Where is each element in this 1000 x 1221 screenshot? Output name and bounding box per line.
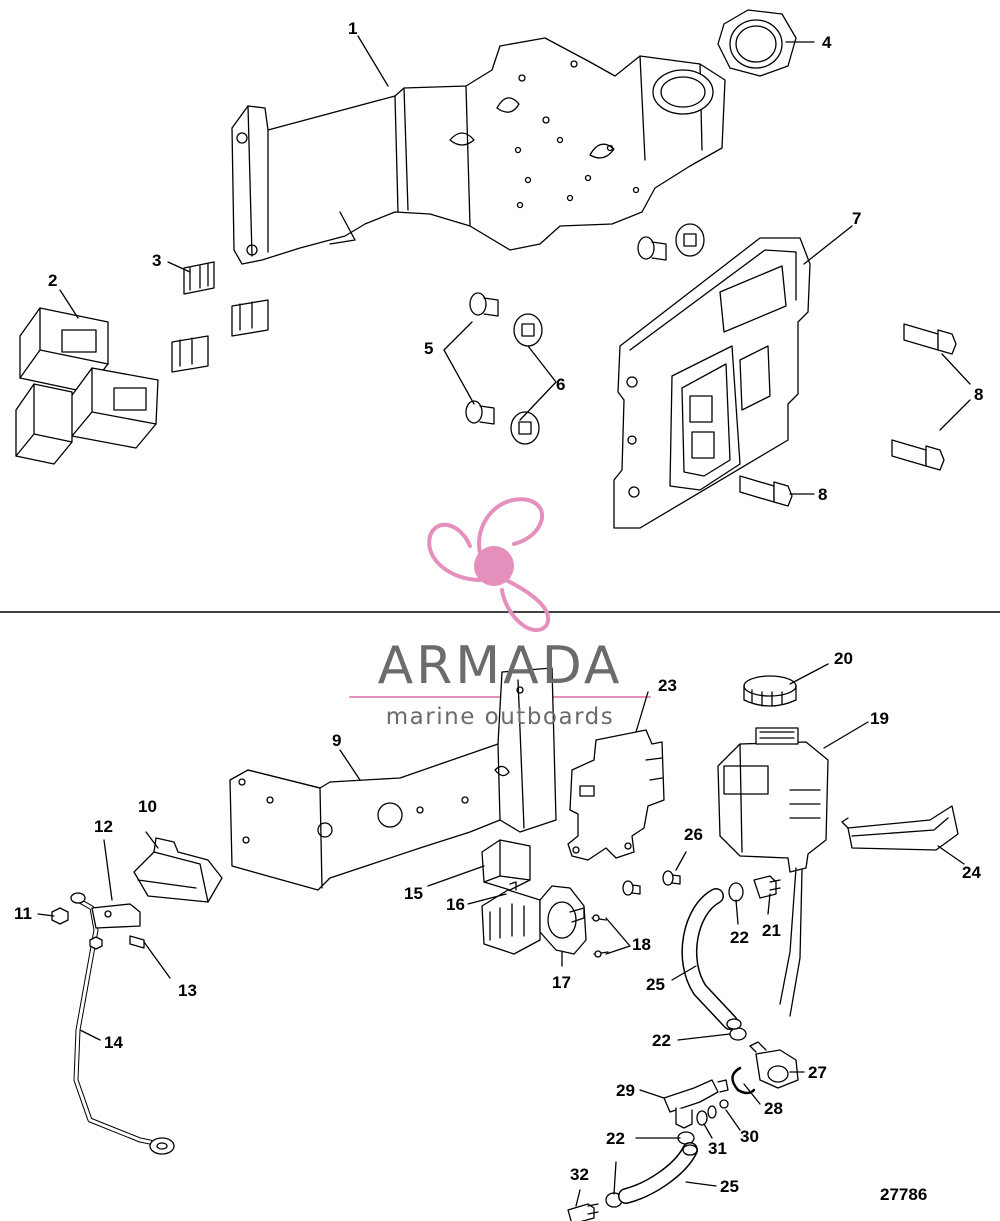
reservoir-cap-part-20 <box>743 675 797 707</box>
callout-20: 20 <box>834 649 853 668</box>
callout-31: 31 <box>708 1139 727 1158</box>
callout-15: 15 <box>404 884 423 903</box>
leader-lines-upper <box>59 35 971 495</box>
bolts-part-26 <box>622 870 681 896</box>
elbow-fitting-part-29 <box>663 1079 729 1129</box>
oil-reservoir-part-19 <box>717 727 829 1017</box>
callout-14: 14 <box>104 1033 123 1052</box>
callout-28: 28 <box>764 1099 783 1118</box>
callout-13: 13 <box>178 981 197 1000</box>
mounting-strap-part-24 <box>841 805 959 851</box>
figure-number: 27786 <box>880 1185 928 1204</box>
callout-4: 4 <box>822 33 832 52</box>
callout-24: 24 <box>962 863 981 882</box>
callout-8-lower: 8 <box>818 485 828 504</box>
callout-18: 18 <box>632 935 651 954</box>
callout-10: 10 <box>138 797 157 816</box>
callout-6: 6 <box>556 375 566 394</box>
battery-cable-part-14 <box>70 892 175 1155</box>
callout-1: 1 <box>348 19 358 38</box>
callout-21: 21 <box>762 921 781 940</box>
o-ring-part-28 <box>731 1066 756 1095</box>
connector-part-16 <box>481 881 541 955</box>
watermark-brand: ARMADA <box>377 636 623 696</box>
relays-part-2 <box>15 307 159 465</box>
hex-nut-part-4 <box>717 9 797 77</box>
fitting-part-27 <box>749 1041 799 1089</box>
callout-27: 27 <box>808 1063 827 1082</box>
mounting-bracket-part-1 <box>231 37 726 265</box>
fitting-part-21 <box>753 875 781 899</box>
callout-22-top: 22 <box>730 928 749 947</box>
small-bracket-part-23 <box>567 729 665 861</box>
leader-lines-lower <box>37 663 965 1207</box>
callout-29: 29 <box>616 1081 635 1100</box>
callout-30: 30 <box>740 1127 759 1146</box>
armada-propeller-logo <box>427 497 551 633</box>
lower-bracket-part-9 <box>229 667 557 891</box>
fitting-part-32 <box>567 1203 599 1221</box>
callout-16: 16 <box>446 895 465 914</box>
fasteners-part-11-12-13 <box>51 903 145 950</box>
callout-2: 2 <box>48 271 58 290</box>
screws-part-18 <box>591 914 609 958</box>
bolts-part-8 <box>739 323 957 507</box>
washers-part-30-31 <box>696 1099 729 1126</box>
callout-26: 26 <box>684 825 703 844</box>
callout-9: 9 <box>332 731 342 750</box>
grommets-part-5-6 <box>465 223 705 445</box>
callout-17: 17 <box>552 973 571 992</box>
callout-32: 32 <box>570 1165 589 1184</box>
callout-19: 19 <box>870 709 889 728</box>
fuse-holder-part-10 <box>133 837 223 903</box>
callout-8-upper: 8 <box>974 385 984 404</box>
callout-25-bottom: 25 <box>720 1177 739 1196</box>
callout-12: 12 <box>94 817 113 836</box>
watermark-tagline: marine outboards <box>385 704 615 730</box>
callout-3: 3 <box>152 251 162 270</box>
callout-22-mid: 22 <box>652 1031 671 1050</box>
circuit-breaker-part-17 <box>539 885 587 955</box>
callout-7: 7 <box>852 209 862 228</box>
callout-5: 5 <box>424 339 434 358</box>
hose-part-25 <box>618 888 742 1204</box>
callout-25-top: 25 <box>646 975 665 994</box>
callout-22-low: 22 <box>606 1129 625 1148</box>
callout-11: 11 <box>14 904 32 923</box>
relay-clips-part-3 <box>171 261 269 373</box>
callout-23: 23 <box>658 676 677 695</box>
ecm-module-part-7 <box>613 237 811 529</box>
relay-part-15 <box>481 839 531 891</box>
